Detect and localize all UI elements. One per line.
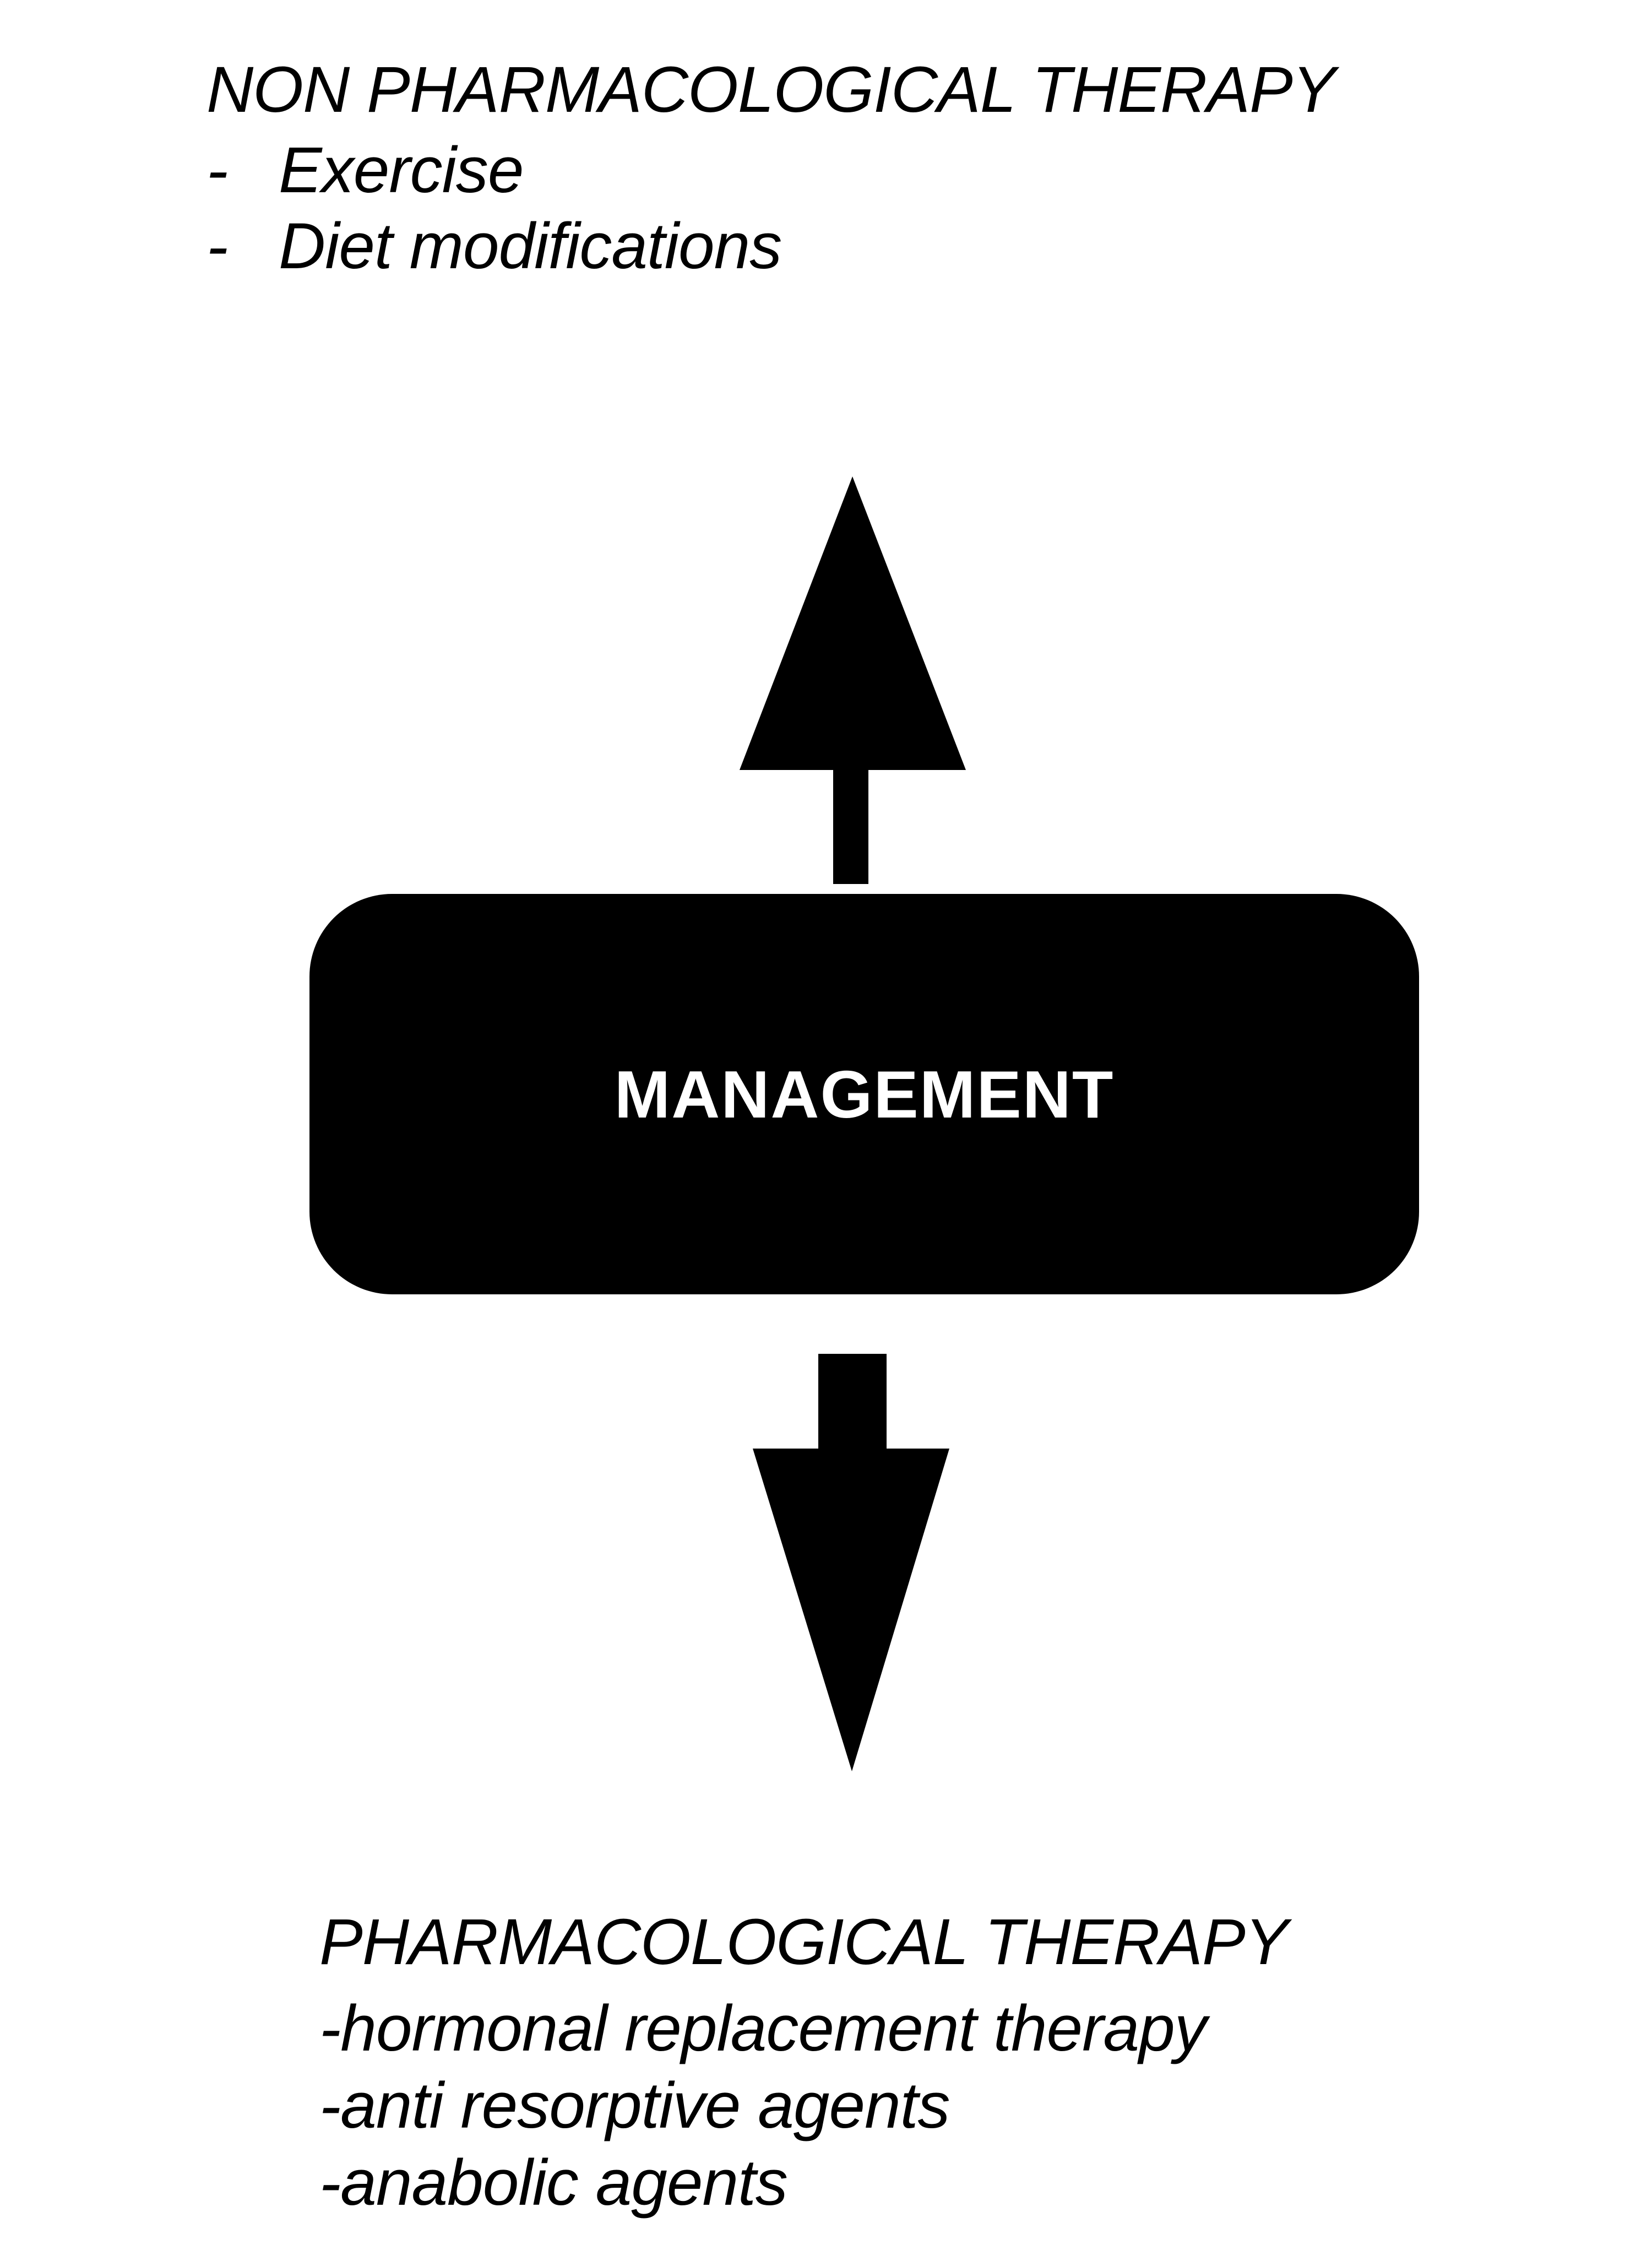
management-box-label: MANAGEMENT (614, 1056, 1115, 1132)
non-pharmacological-section: NON PHARMACOLOGICAL THERAPY - Exercise -… (206, 51, 1335, 284)
dash-marker: - (206, 210, 228, 283)
management-box: MANAGEMENT (309, 894, 1419, 1294)
list-item: -anabolic agents (319, 2146, 788, 2219)
list-item-label: Diet modifications (279, 210, 782, 283)
list-item-label: Exercise (279, 134, 524, 207)
up-arrow-icon (740, 476, 966, 884)
pharmacological-title: PHARMACOLOGICAL THERAPY (319, 1906, 1288, 1978)
pharmacological-section: PHARMACOLOGICAL THERAPY -hormonal replac… (319, 1902, 1288, 2221)
list-item: -hormonal replacement therapy (319, 1992, 1207, 2065)
non-pharmacological-title: NON PHARMACOLOGICAL THERAPY (206, 53, 1335, 126)
dash-marker: - (206, 134, 228, 207)
list-item: -anti resorptive agents (319, 2069, 950, 2142)
list-item: - Exercise (206, 132, 1335, 208)
down-arrow-icon (753, 1354, 949, 1771)
list-item: - Diet modifications (206, 208, 1335, 284)
